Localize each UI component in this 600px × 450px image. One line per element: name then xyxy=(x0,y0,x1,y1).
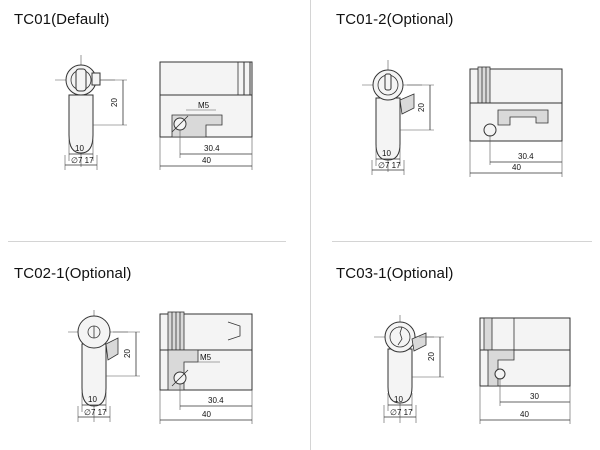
tc01-front-dia-dim: ∅7 17 xyxy=(71,156,94,165)
tc02-1-side-thread-dim: M5 xyxy=(200,353,212,362)
panel-title-tc01-2: TC01-2(Optional) xyxy=(336,11,454,28)
horizontal-divider-left xyxy=(8,241,286,242)
tc01-2-front-height-dim: 20 xyxy=(417,103,426,112)
horizontal-divider-right xyxy=(332,241,592,242)
panel-title-tc03-1: TC03-1(Optional) xyxy=(336,265,454,282)
tc01-front-width-dim: 10 xyxy=(75,144,84,153)
tc02-1-front-width-dim: 10 xyxy=(88,395,97,404)
tc01-front-view: 20 10 ∅7 17 xyxy=(55,55,127,170)
tc02-1-side-view: M5 30.4 40 xyxy=(159,311,253,424)
tc03-1-side-inner-dim: 30 xyxy=(530,392,539,401)
tc03-1-front-dia-dim: ∅7 17 xyxy=(390,408,413,417)
tc03-1-side-view: 30 40 xyxy=(479,317,571,424)
panel-title-tc01: TC01(Default) xyxy=(14,11,110,28)
tc01-2-front-width-dim: 10 xyxy=(382,149,391,158)
tc01-2-side-outer-dim: 40 xyxy=(512,163,521,172)
tc01-2-front-dia-dim: ∅7 17 xyxy=(378,161,401,170)
tc01-side-view: M5 30.4 40 xyxy=(159,61,253,170)
tc03-1-side-outer-dim: 40 xyxy=(520,410,529,419)
tc03-1-front-view: 20 10 ∅7 17 xyxy=(374,315,444,423)
tc01-front-height-dim: 20 xyxy=(110,98,119,107)
tc03-1-front-height-dim: 20 xyxy=(427,352,436,361)
tc01-side-inner-dim: 30.4 xyxy=(204,144,220,153)
tc01-side-outer-dim: 40 xyxy=(202,156,211,165)
tc02-1-side-inner-dim: 30.4 xyxy=(208,396,224,405)
tc02-1-front-height-dim: 20 xyxy=(123,349,132,358)
tc01-2-front-view: 20 10 ∅7 17 xyxy=(362,60,434,175)
vertical-divider xyxy=(310,0,311,450)
tc01-2-side-view: 30.4 40 xyxy=(469,66,563,177)
tc01-2-side-inner-dim: 30.4 xyxy=(518,152,534,161)
tc02-1-front-dia-dim: ∅7 17 xyxy=(84,408,107,417)
tc03-1-front-width-dim: 10 xyxy=(394,395,403,404)
tc02-1-front-view: 20 10 ∅7 17 xyxy=(68,310,140,422)
tc01-side-thread-dim: M5 xyxy=(198,101,210,110)
panel-title-tc02-1: TC02-1(Optional) xyxy=(14,265,132,282)
tc02-1-side-outer-dim: 40 xyxy=(202,410,211,419)
